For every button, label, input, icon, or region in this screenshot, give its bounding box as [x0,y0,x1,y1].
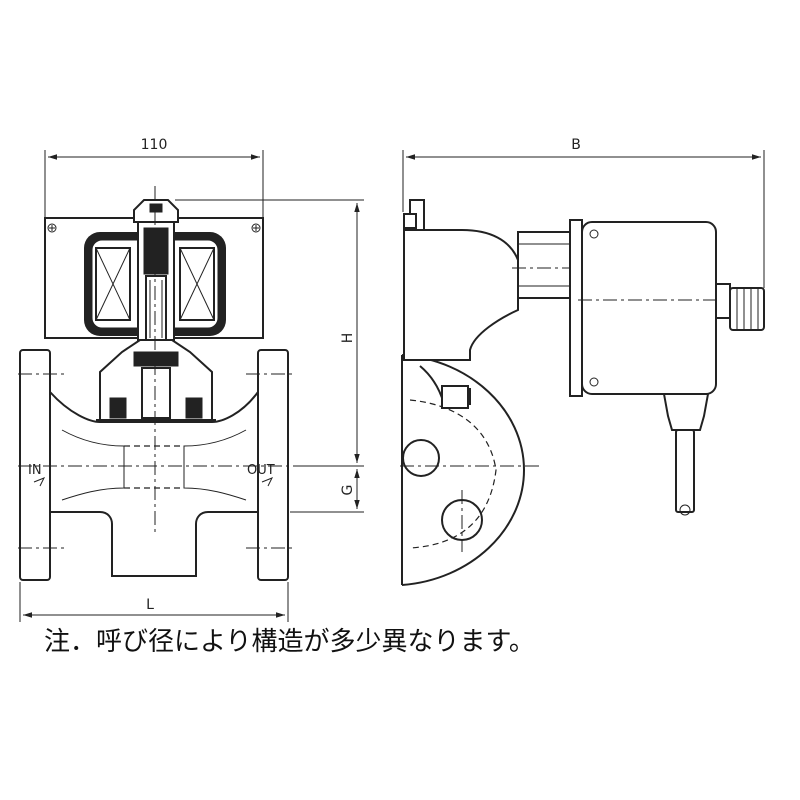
structure-note: 注．呼び径により構造が多少異なります。 [44,627,535,657]
dim-length: L [146,597,154,613]
side-view [400,199,765,586]
cable [675,429,695,513]
terminal-box [581,221,717,395]
connector-neck [517,231,575,299]
cover-screw-left [47,223,57,233]
dim-width-side: B [571,137,581,153]
dim-height: H [340,333,356,344]
outlet-label: OUT [247,463,275,478]
inlet-label: IN [28,463,42,478]
cover-screw-right [251,223,261,233]
front-view: IN OUT [18,186,300,581]
left-flange [19,349,51,581]
side-flange [401,354,526,586]
right-flange [257,349,289,581]
dimension-lines: 110 B H G L [19,137,765,622]
bolt-hole-upper [402,439,440,477]
side-body [403,229,519,361]
cable-gland-right [715,283,731,319]
dim-center-height: G [340,485,356,496]
cable-gland-bottom [662,393,710,431]
valve-body [49,391,259,423]
terminal-box-flange [569,219,583,397]
dim-width-front: 110 [141,137,168,153]
